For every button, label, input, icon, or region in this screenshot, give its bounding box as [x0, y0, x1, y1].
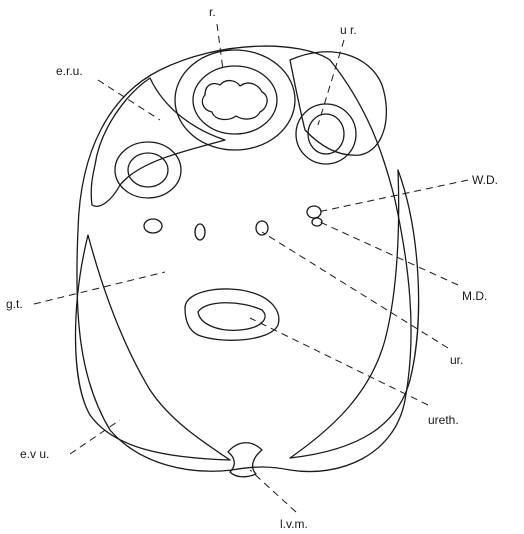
ureter-left-outer [115, 142, 181, 198]
leader-wd [318, 180, 468, 212]
label-ureter-bottom: ur. [450, 353, 463, 367]
leader-ur-bottom [262, 232, 448, 348]
label-ureter-top: u r. [340, 23, 357, 37]
duct-2 [195, 224, 205, 240]
label-evu: e.v u. [20, 447, 49, 461]
label-lvm: l.v.m. [280, 517, 308, 531]
evu-fold-left [76, 235, 231, 460]
mullerian-duct [312, 218, 322, 226]
leader-ur-top [318, 40, 344, 125]
wolffian-duct [307, 206, 321, 218]
evu-fold-right [290, 170, 419, 458]
label-wolffian-duct: W.D. [472, 173, 498, 187]
urethra-lumen [198, 303, 265, 331]
leader-eru [98, 80, 160, 120]
ureter-right-lumen [308, 114, 344, 154]
leader-r [217, 24, 223, 70]
eru-fold-right [290, 52, 386, 155]
label-mullerian-duct: M.D. [462, 289, 487, 303]
leader-md [320, 222, 458, 285]
label-genital-tubercle: g.t. [6, 297, 23, 311]
duct-1 [144, 219, 162, 233]
section-outline [77, 46, 411, 471]
rectum-lumen [202, 81, 267, 120]
label-eru: e.r.u. [56, 64, 83, 78]
leader-ureth [250, 318, 428, 405]
lvm-notch [228, 443, 262, 477]
ureter-left-lumen [128, 153, 168, 187]
rectum-mid [193, 66, 277, 134]
label-urethra: ureth. [428, 413, 459, 427]
leader-evu [70, 420, 120, 454]
leader-gt [34, 272, 165, 304]
leader-lvm [250, 470, 296, 512]
label-rectum: r. [209, 5, 216, 19]
duct-3 [256, 221, 268, 235]
ureter-right-outer [296, 104, 356, 164]
eru-fold-left [91, 78, 225, 206]
